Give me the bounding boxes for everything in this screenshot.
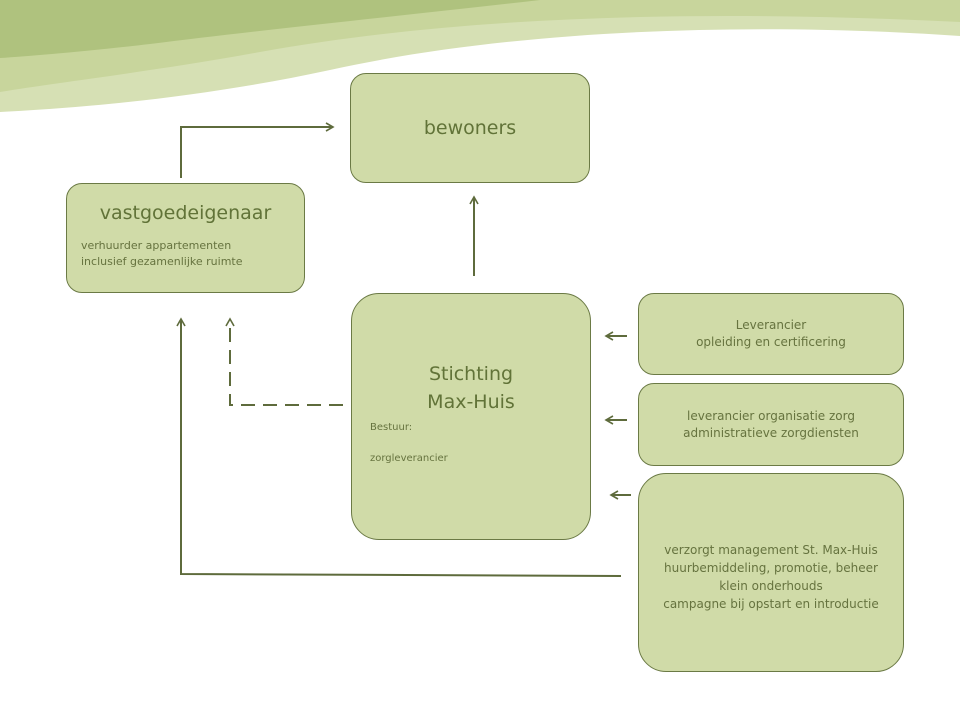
node-vastgoedeigenaar: vastgoedeigenaar verhuurder appartemente…: [66, 183, 305, 293]
node-management: verzorgt management St. Max-Huis huurbem…: [638, 473, 904, 672]
node-line: Leverancier: [735, 318, 807, 332]
node-title: bewoners: [423, 117, 517, 139]
bestuur-value: zorgleverancier: [370, 453, 448, 464]
node-line: leverancier organisatie zorg: [687, 408, 855, 423]
wave-dark-band: [0, 0, 540, 58]
header-wave-decoration: [0, 0, 960, 112]
edge-vastgoed-to-bewoners: [180, 122, 335, 178]
node-line: verzorgt management St. Max-Huis: [664, 542, 878, 557]
node-line: huurbemiddeling, promotie, beheer: [664, 560, 878, 575]
node-leverancier-opleiding: Leverancier opleiding en certificering: [638, 293, 904, 375]
node-line: verhuurder appartementen: [81, 239, 232, 252]
node-leverancier-zorg: leverancier organisatie zorg administrat…: [638, 383, 904, 466]
node-title-line: Stichting: [428, 363, 514, 385]
node-line: opleiding en certificering: [696, 335, 846, 349]
node-line: administratieve zorgdiensten: [683, 425, 859, 440]
node-line: campagne bij opstart en introductie: [663, 596, 879, 611]
node-stichting-max-huis: Stichting Max-Huis Bestuur: zorgleveranc…: [351, 293, 591, 540]
edge-management-to-vastgoed: [176, 317, 622, 577]
node-title: vastgoedeigenaar: [99, 202, 272, 224]
bestuur-label: Bestuur:: [370, 422, 413, 433]
edge-stichting-to-vastgoed-dashed: [225, 317, 343, 406]
node-bewoners: bewoners: [350, 73, 590, 183]
node-title-line: Max-Huis: [427, 391, 515, 413]
node-line: klein onderhouds: [719, 578, 823, 593]
node-line: inclusief gezamenlijke ruimte: [81, 255, 243, 268]
